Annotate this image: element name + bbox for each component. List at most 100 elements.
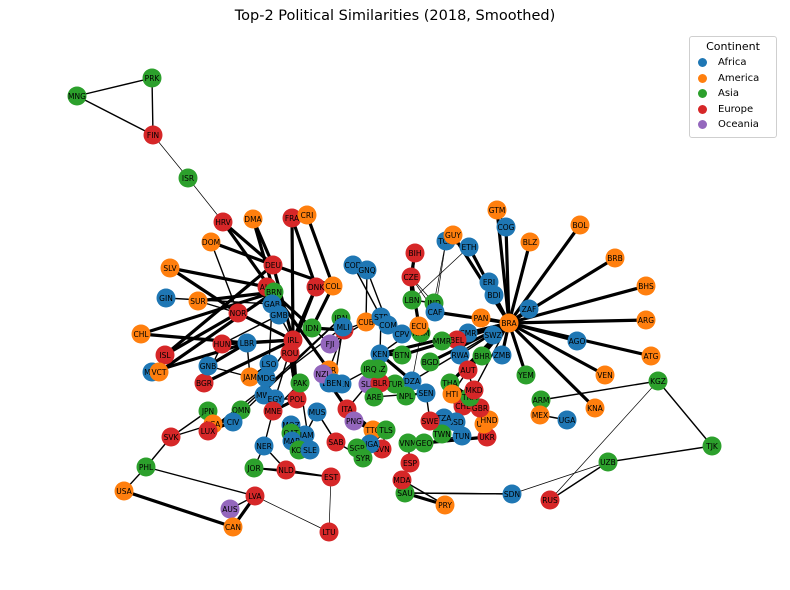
node-syr: SYR xyxy=(353,448,373,468)
node-label-mkd: MKD xyxy=(465,386,482,395)
node-marker-mmr xyxy=(432,331,452,351)
node-label-ita: ITA xyxy=(341,405,353,414)
node-label-nga: NGA xyxy=(362,440,379,449)
node-uga: UGA xyxy=(557,410,577,430)
node-marker-bel xyxy=(447,330,467,350)
edge-blz-bra xyxy=(507,240,532,325)
node-civ: CIV xyxy=(223,412,243,432)
node-marker-gtm xyxy=(487,200,507,220)
node-label-stp: STP xyxy=(374,313,388,322)
node-label-ken: KEN xyxy=(372,350,387,359)
node-label-gin: GIN xyxy=(159,294,173,303)
node-marker-sdn xyxy=(502,484,522,504)
node-label-bhr: BHR xyxy=(474,352,490,361)
node-marker-ner xyxy=(254,436,274,456)
node-prk: PRK xyxy=(142,68,162,88)
edge-dnk-irl xyxy=(291,285,318,342)
edge-isl-deu xyxy=(163,263,275,357)
node-gtm: GTM xyxy=(487,200,507,220)
node-marker-pak xyxy=(290,373,310,393)
edge-gin-gab xyxy=(165,297,273,305)
node-hun: HUN xyxy=(212,334,232,354)
node-yem: YEM xyxy=(516,365,536,385)
node-label-est: EST xyxy=(324,473,338,482)
edge-sau-sdn xyxy=(404,492,513,495)
node-marker-brb xyxy=(605,248,625,268)
legend-label-america: America xyxy=(718,72,760,84)
node-marker-uzb xyxy=(598,452,618,472)
edge-prk-fin xyxy=(151,77,154,136)
node-marker-hun xyxy=(212,334,232,354)
node-marker-arm xyxy=(531,390,551,410)
node-label-kor: KOR xyxy=(291,446,307,455)
node-marker-idn xyxy=(302,318,322,338)
node-label-arm: ARM xyxy=(533,396,550,405)
node-label-kna: KNA xyxy=(587,404,604,413)
edge-isl-nor xyxy=(163,311,240,357)
node-ltu: LTU xyxy=(319,522,339,542)
node-ven: VEN xyxy=(595,365,615,385)
node-label-pol: POL xyxy=(290,395,305,404)
node-marker-bhr xyxy=(472,346,492,366)
node-label-nld: NLD xyxy=(278,466,294,475)
node-marker-lbr xyxy=(237,333,257,353)
node-label-slv: SLV xyxy=(163,264,177,273)
node-label-irq: IRQ xyxy=(363,365,376,374)
legend-label-oceania: Oceania xyxy=(718,119,759,131)
edge-hun-gmb xyxy=(221,314,280,345)
node-marker-ben2 xyxy=(324,373,344,393)
node-label-zaf: ZAF xyxy=(522,305,537,314)
node-marker-cub xyxy=(356,312,376,332)
node-label-vct: VCT xyxy=(152,368,167,377)
node-fin: FIN xyxy=(143,125,163,145)
node-brb: BRB xyxy=(605,248,625,268)
node-mne: MNE xyxy=(263,401,283,421)
node-marker-tls xyxy=(376,420,396,440)
node-marker-mkd xyxy=(464,380,484,400)
node-label-sab: SAB xyxy=(328,438,343,447)
node-marker-sen xyxy=(416,383,436,403)
node-label-sle: SLE xyxy=(303,446,317,455)
edge-cri-col xyxy=(305,213,335,288)
node-label-sgp: SGP xyxy=(349,444,365,453)
node-label-cub: CUB xyxy=(358,318,374,327)
node-label-bgr: BGR xyxy=(196,379,212,388)
node-marker-sab xyxy=(326,432,346,452)
node-label-tcd: TCD xyxy=(437,237,453,246)
node-label-eri: ERI xyxy=(483,278,495,287)
node-label-eth: ETH xyxy=(462,243,477,252)
node-dza: DZA xyxy=(402,371,422,391)
node-btn: BTN xyxy=(392,345,412,365)
node-gin: GIN xyxy=(156,288,176,308)
node-irq: IRQ xyxy=(360,359,380,379)
node-label-npl: NPL xyxy=(399,392,414,401)
node-marker-dom xyxy=(201,232,221,252)
node-zmb: ZMB xyxy=(492,345,512,365)
node-marker-cog xyxy=(496,217,516,237)
node-marker-dza xyxy=(402,371,422,391)
node-label-tun: TUN xyxy=(453,432,470,441)
edge-cod-stp xyxy=(352,264,382,318)
node-label-ecu: ECU xyxy=(411,322,426,331)
node-mkd: MKD xyxy=(464,380,484,400)
node-chl: CHL xyxy=(131,324,151,344)
node-ben2: BEN xyxy=(324,373,344,393)
edge-kgz-arm xyxy=(540,380,659,401)
node-label-btn: BTN xyxy=(394,351,409,360)
node-atg: ATG xyxy=(641,346,661,366)
node-label-mwi: MWI xyxy=(256,391,272,400)
node-marker-bhs xyxy=(636,276,656,296)
node-hti: HTI xyxy=(442,384,462,404)
node-label-arg: ARG xyxy=(638,316,654,325)
node-marker-pry xyxy=(435,495,455,515)
node-label-aus: AUS xyxy=(222,505,238,514)
node-label-rwa: RWA xyxy=(451,351,469,360)
node-label-bih: BIH xyxy=(409,249,422,258)
edge-kgz-tjk xyxy=(657,380,713,447)
node-marker-zmb xyxy=(492,345,512,365)
node-marker-sur xyxy=(188,291,208,311)
node-label-mar: MAR xyxy=(284,437,301,446)
node-bol: BOL xyxy=(570,215,590,235)
node-label-tha: THA xyxy=(441,379,458,388)
